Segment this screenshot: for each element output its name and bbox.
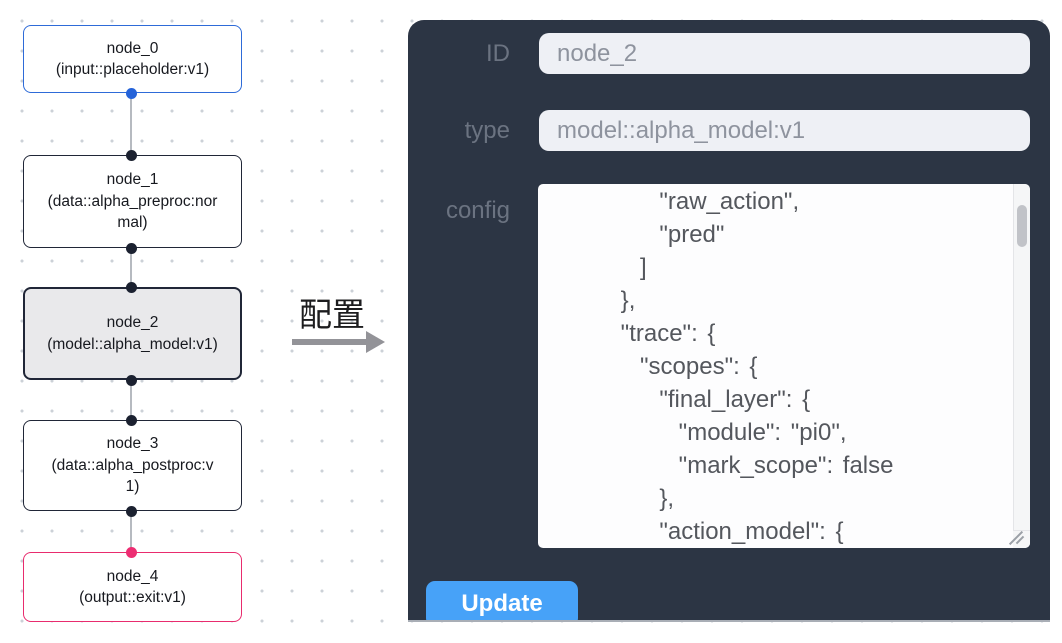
config-field-label: config: [445, 197, 510, 224]
update-button[interactable]: Update: [426, 581, 578, 620]
right-arrow-icon: [292, 339, 368, 345]
connection-handle-node2-out[interactable]: [126, 374, 137, 386]
connection-handle-node1-in[interactable]: [126, 149, 137, 161]
configure-arrow-label: 配置: [299, 296, 365, 333]
id-input[interactable]: [539, 33, 1030, 74]
config-scrollbar-track[interactable]: [1013, 184, 1030, 548]
node-type: (data::alpha_postproc:v1): [51, 456, 214, 496]
node-type: (model::alpha_model:v1): [47, 335, 218, 353]
config-scrollbar-thumb[interactable]: [1017, 205, 1027, 247]
connection-handle-node3-out[interactable]: [126, 505, 137, 517]
node-type: (output::exit:v1): [79, 589, 186, 606]
node-name: node_2: [106, 314, 159, 331]
graph-node-4[interactable]: node_4 (output::exit:v1): [23, 552, 242, 622]
graph-node-3[interactable]: node_3 (data::alpha_postproc:v1): [23, 420, 242, 511]
node-name: node_1: [106, 171, 159, 189]
graph-node-0[interactable]: node_0 (input::placeholder:v1): [23, 25, 242, 93]
type-input[interactable]: [539, 110, 1030, 151]
connection-handle-node1-out[interactable]: [126, 242, 137, 254]
type-field-label: type: [464, 117, 510, 144]
config-json-textarea[interactable]: "raw_action", "pred" ] }, "trace": { "sc…: [538, 184, 1030, 548]
node-name: node_3: [106, 435, 159, 453]
connection-handle-node2-in[interactable]: [126, 281, 137, 293]
graph-node-1[interactable]: node_1 (data::alpha_preproc:normal): [23, 155, 242, 248]
node-type: (input::placeholder:v1): [55, 61, 210, 78]
connection-handle-node4-in[interactable]: [126, 546, 137, 558]
connection-handle-node0-out[interactable]: [126, 87, 137, 99]
node-name: node_0: [106, 39, 159, 57]
graph-node-2-selected[interactable]: node_2 (model::alpha_model:v1): [23, 287, 242, 380]
connection-handle-node3-in[interactable]: [126, 414, 137, 426]
node-type: (data::alpha_preproc:normal): [47, 192, 218, 232]
id-field-label: ID: [486, 40, 510, 67]
node-config-panel: ID type config "raw_action", "pred" ] },…: [408, 20, 1050, 622]
config-json-content[interactable]: "raw_action", "pred" ] }, "trace": { "sc…: [620, 188, 894, 545]
right-arrow-head-icon: [366, 331, 385, 353]
node-name: node_4: [106, 567, 159, 585]
textarea-resize-handle-icon[interactable]: [1003, 527, 1029, 547]
